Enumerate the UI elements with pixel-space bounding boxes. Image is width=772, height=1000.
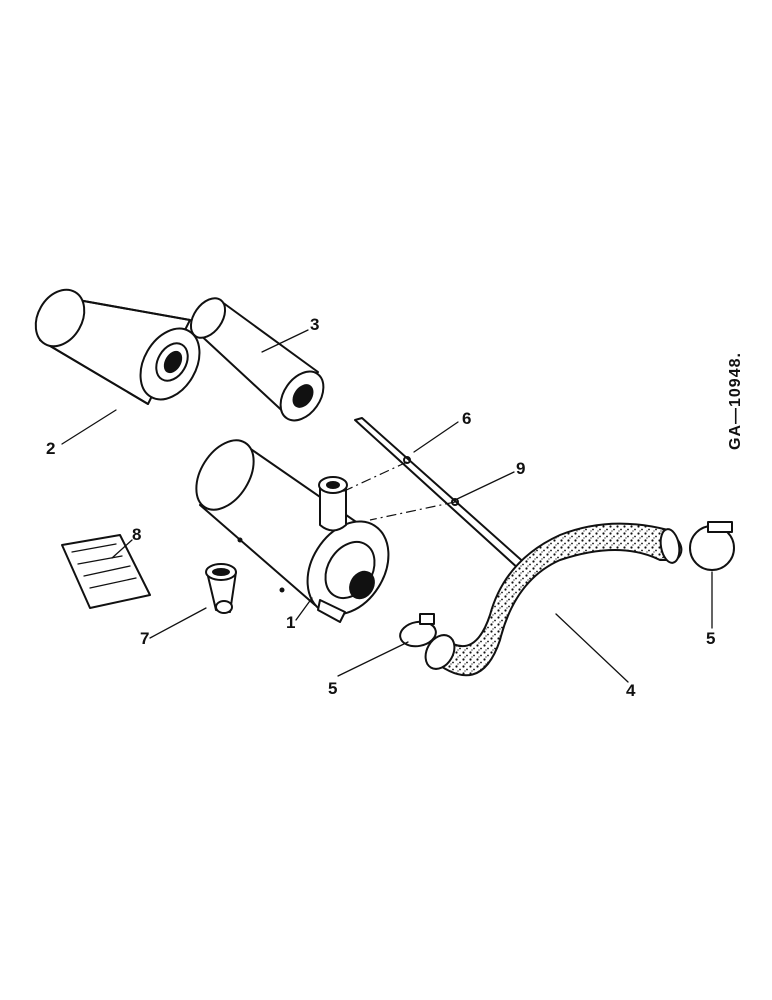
inner-safety-element: [189, 297, 325, 422]
inlet-hose: [424, 522, 683, 677]
callout-2: 2: [46, 439, 55, 458]
leader-7: [149, 607, 207, 639]
leader-5-left: [337, 641, 409, 677]
callout-8: 8: [132, 525, 141, 544]
leader-2: [61, 409, 117, 445]
leader-8: [111, 539, 133, 559]
leader-lines: [61, 329, 713, 683]
callout-9: 9: [516, 459, 525, 478]
hose-clamp-left: [399, 613, 437, 648]
callout-3: 3: [310, 315, 319, 334]
callout-6: 6: [462, 409, 471, 428]
leader-1: [295, 597, 313, 621]
vacuator-valve: [205, 563, 237, 614]
callout-5-left: 5: [328, 679, 337, 698]
outer-filter-element: [34, 288, 201, 405]
leader-3: [261, 329, 309, 353]
callout-7: 7: [140, 629, 149, 648]
callout-1: 1: [286, 613, 295, 632]
leader-9: [454, 471, 515, 501]
hose-clamp-right: [689, 521, 735, 571]
callout-4: 4: [626, 681, 636, 700]
callout-5-right: 5: [706, 629, 715, 648]
centerline-bracket-to-housing: [369, 501, 456, 521]
instruction-decal: [61, 534, 151, 609]
centerline-bracket-to-inlet: [341, 461, 408, 493]
leader-6: [413, 421, 459, 453]
figure-id: GA—10948.: [727, 352, 744, 450]
leader-4: [555, 613, 629, 683]
air-cleaner-housing: [195, 439, 390, 623]
